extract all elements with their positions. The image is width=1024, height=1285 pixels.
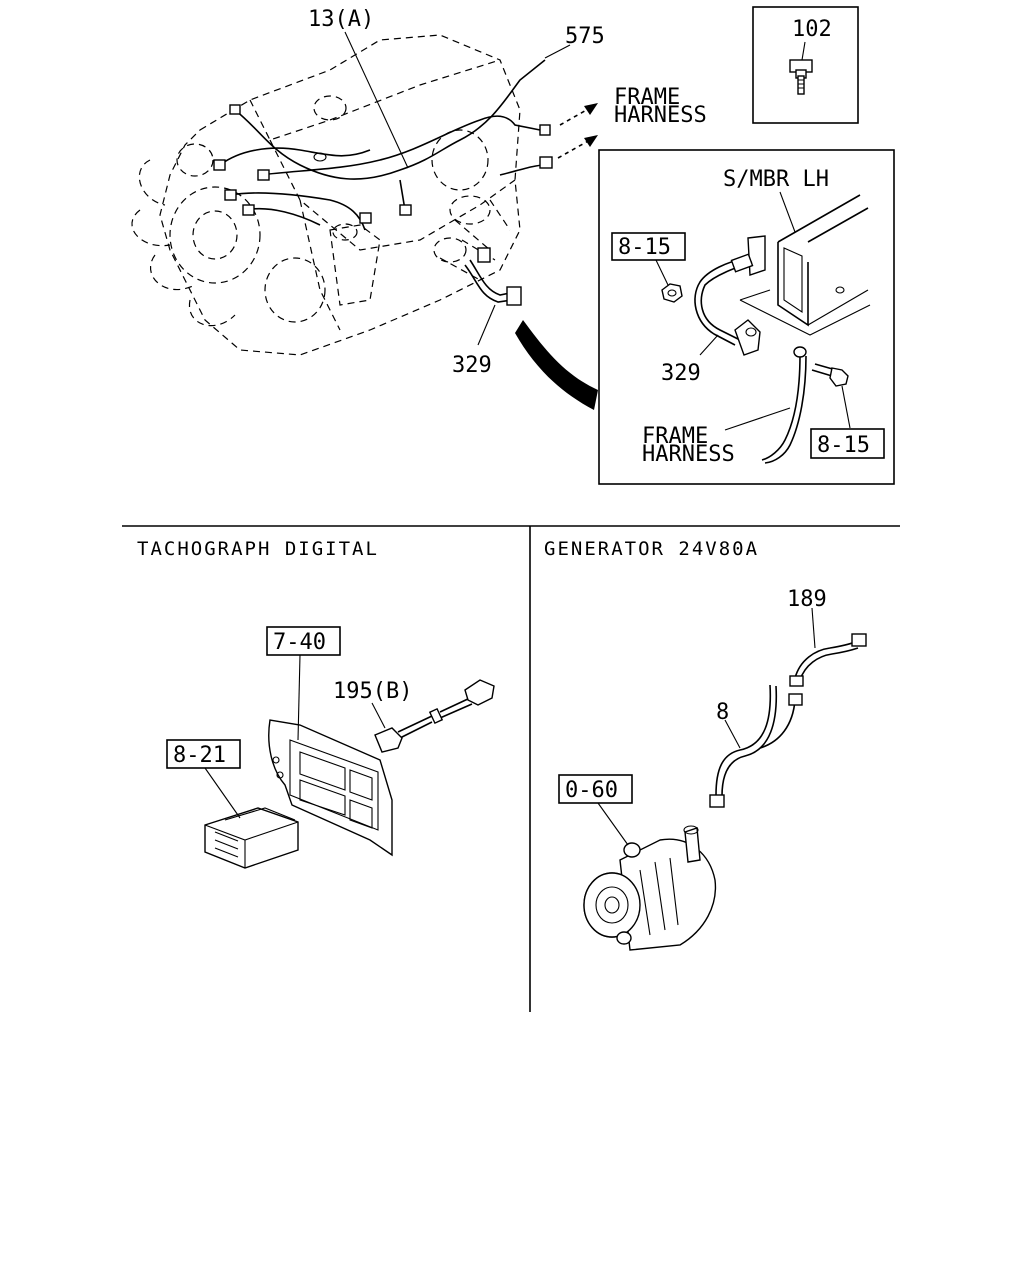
bolt-detail-icon [811,363,851,429]
frame-harness-arrows [557,103,598,159]
label-329-detail: 329 [661,361,701,386]
harness-189 [789,607,867,687]
nut-icon [654,257,683,303]
harness-8 [709,684,803,808]
tachograph-unit [204,767,299,869]
label-smbr-lh: S/MBR LH [723,167,829,192]
side-member-frame [739,194,871,336]
harness-195b [371,679,495,753]
tacho-section-title: TACHOGRAPH DIGITAL [137,538,379,560]
ref-box-8-15-lower [810,428,885,459]
ref-box-8-15-upper [611,232,686,261]
label-329-engine: 329 [452,353,492,378]
label-8: 8 [716,700,729,725]
label-195b: 195(B) [333,679,412,704]
generator [583,802,717,951]
bolt-102-box: 102 [752,6,859,124]
ground-cable-329-engine [464,247,522,306]
bolt-icon [789,59,813,95]
engine-drawing [131,34,521,356]
detail-box: S/MBR LH [598,149,895,485]
section-dividers [122,525,900,1012]
ref-box-0-60 [558,774,633,804]
engine-leaders [344,31,571,346]
label-0-60: 0-60 [565,778,618,803]
label-8-15-lower: 8-15 [817,433,870,458]
label-frame-top-2: HARNESS [614,103,707,128]
label-frame-top-1: FRAME [614,85,680,110]
tacho-panel [268,654,393,857]
label-102: 102 [792,17,832,42]
frame-harness-wire-detail [724,346,807,464]
engine-harness-wires [219,59,546,231]
label-8-21: 8-21 [173,743,226,768]
generator-section-title: GENERATOR 24V80A [544,538,759,560]
label-frame-detail-2: HARNESS [642,442,735,467]
ref-box-7-40 [266,626,341,656]
label-frame-detail-1: FRAME [642,424,708,449]
label-8-15-upper: 8-15 [618,235,671,260]
label-13a: 13(A) [308,7,374,32]
harness-connectors [213,104,553,224]
label-575: 575 [565,24,605,49]
label-7-40: 7-40 [273,630,326,655]
ground-cable-329-detail [694,235,766,356]
detail-pointer [515,320,598,410]
label-189: 189 [787,587,827,612]
ref-box-8-21 [166,739,241,769]
